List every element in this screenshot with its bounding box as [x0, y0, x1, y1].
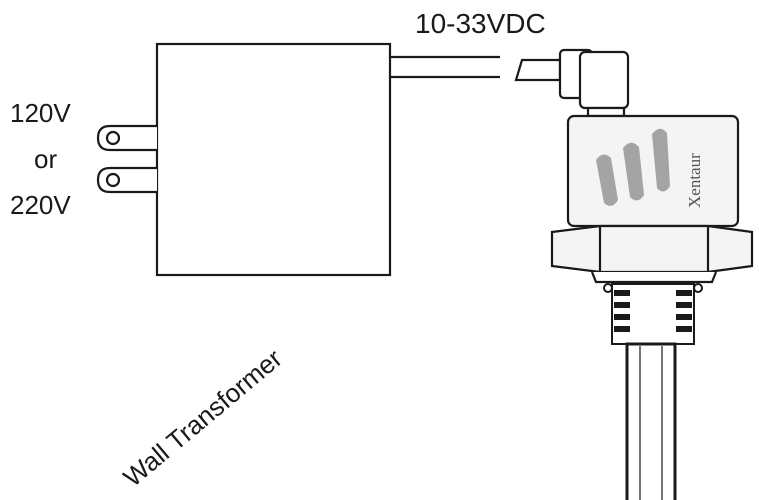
output-cable	[390, 55, 500, 79]
sensor-brand-label: Xentaur	[685, 153, 704, 208]
sensor-housing	[566, 114, 740, 228]
input-voltage-220-label: 220V	[10, 190, 71, 220]
input-voltage-or-label: or	[34, 144, 57, 174]
sensor-probe	[625, 342, 677, 500]
sensor-connector	[514, 48, 630, 118]
threaded-fitting	[603, 283, 703, 345]
transformer-body	[155, 42, 392, 277]
plug-prong-bottom	[96, 166, 157, 194]
brand-logo-mark	[596, 128, 670, 206]
plug-prong-top	[96, 124, 157, 152]
hex-nut	[550, 224, 754, 284]
wall-transformer-label: Wall Transformer	[118, 343, 288, 493]
sensor-head	[566, 114, 740, 228]
output-voltage-label: 10-33VDC	[415, 8, 546, 39]
input-voltage-120-label: 120V	[10, 98, 71, 128]
wall-transformer	[96, 42, 500, 277]
